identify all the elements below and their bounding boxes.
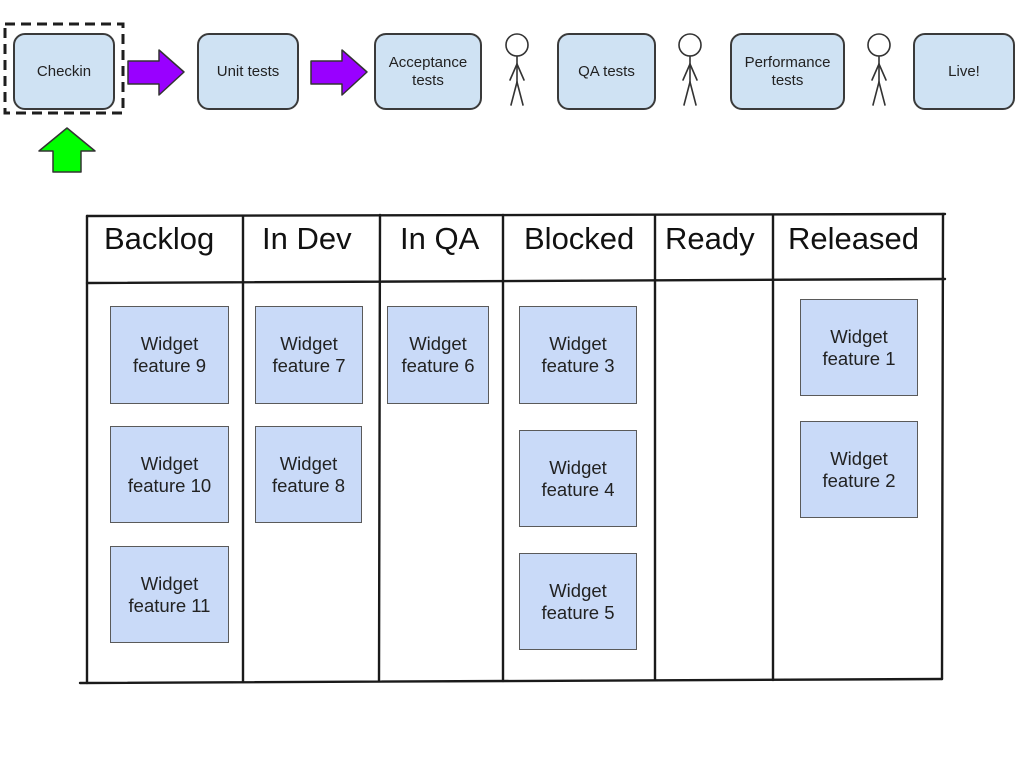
stage-label: QA tests <box>578 62 635 80</box>
kanban-card: Widget feature 1 <box>800 299 918 396</box>
kanban-card: Widget feature 2 <box>800 421 918 518</box>
stage-qa-tests: QA tests <box>557 33 656 110</box>
column-header-released: Released <box>788 221 919 256</box>
column-header-in-dev: In Dev <box>262 221 352 256</box>
kanban-card: Widget feature 10 <box>110 426 229 523</box>
card-label: Widget feature 5 <box>541 579 615 623</box>
kanban-card: Widget feature 7 <box>255 306 363 404</box>
board-header-divider <box>85 277 947 285</box>
stage-label: Checkin <box>36 62 92 80</box>
card-label: Widget feature 6 <box>401 333 475 376</box>
kanban-card: Widget feature 9 <box>110 306 229 404</box>
stage-label: Performance tests <box>744 53 831 89</box>
arrow-right-icon <box>310 49 368 96</box>
stage-label: Acceptance tests <box>388 53 468 89</box>
stage-checkin: Checkin <box>13 33 115 110</box>
column-header-backlog: Backlog <box>104 221 215 256</box>
board-right-border <box>940 212 945 681</box>
stage-performance-tests: Performance tests <box>730 33 845 110</box>
arrow-up-icon <box>38 127 96 173</box>
board-top-border <box>85 212 947 218</box>
person-icon <box>505 33 529 106</box>
stage-live: Live! <box>913 33 1015 110</box>
person-icon <box>678 33 702 106</box>
stage-label: Live! <box>948 62 980 80</box>
stage-acceptance-tests: Acceptance tests <box>374 33 482 110</box>
column-divider <box>377 213 382 683</box>
board-bottom-border <box>78 677 944 685</box>
kanban-card: Widget feature 8 <box>255 426 362 523</box>
card-label: Widget feature 1 <box>822 325 896 369</box>
card-label: Widget feature 7 <box>272 333 346 376</box>
column-header-ready: Ready <box>665 221 755 256</box>
stage-unit-tests: Unit tests <box>197 33 299 110</box>
arrow-right-icon <box>127 49 185 96</box>
card-label: Widget feature 11 <box>128 572 211 616</box>
card-label: Widget feature 10 <box>127 452 212 496</box>
card-label: Widget feature 3 <box>541 333 615 376</box>
kanban-card: Widget feature 3 <box>519 306 637 404</box>
kanban-card: Widget feature 5 <box>519 553 637 650</box>
card-label: Widget feature 8 <box>271 452 346 496</box>
person-icon <box>867 33 891 106</box>
kanban-card: Widget feature 4 <box>519 430 637 527</box>
kanban-card: Widget feature 6 <box>387 306 489 404</box>
stage-label: Unit tests <box>216 62 280 80</box>
column-header-in-qa: In QA <box>400 221 480 256</box>
card-label: Widget feature 9 <box>132 333 207 376</box>
card-label: Widget feature 4 <box>541 456 615 500</box>
kanban-card: Widget feature 11 <box>110 546 229 643</box>
card-label: Widget feature 2 <box>822 447 896 491</box>
current-stage-frame <box>3 22 125 115</box>
column-header-blocked: Blocked <box>524 221 635 256</box>
